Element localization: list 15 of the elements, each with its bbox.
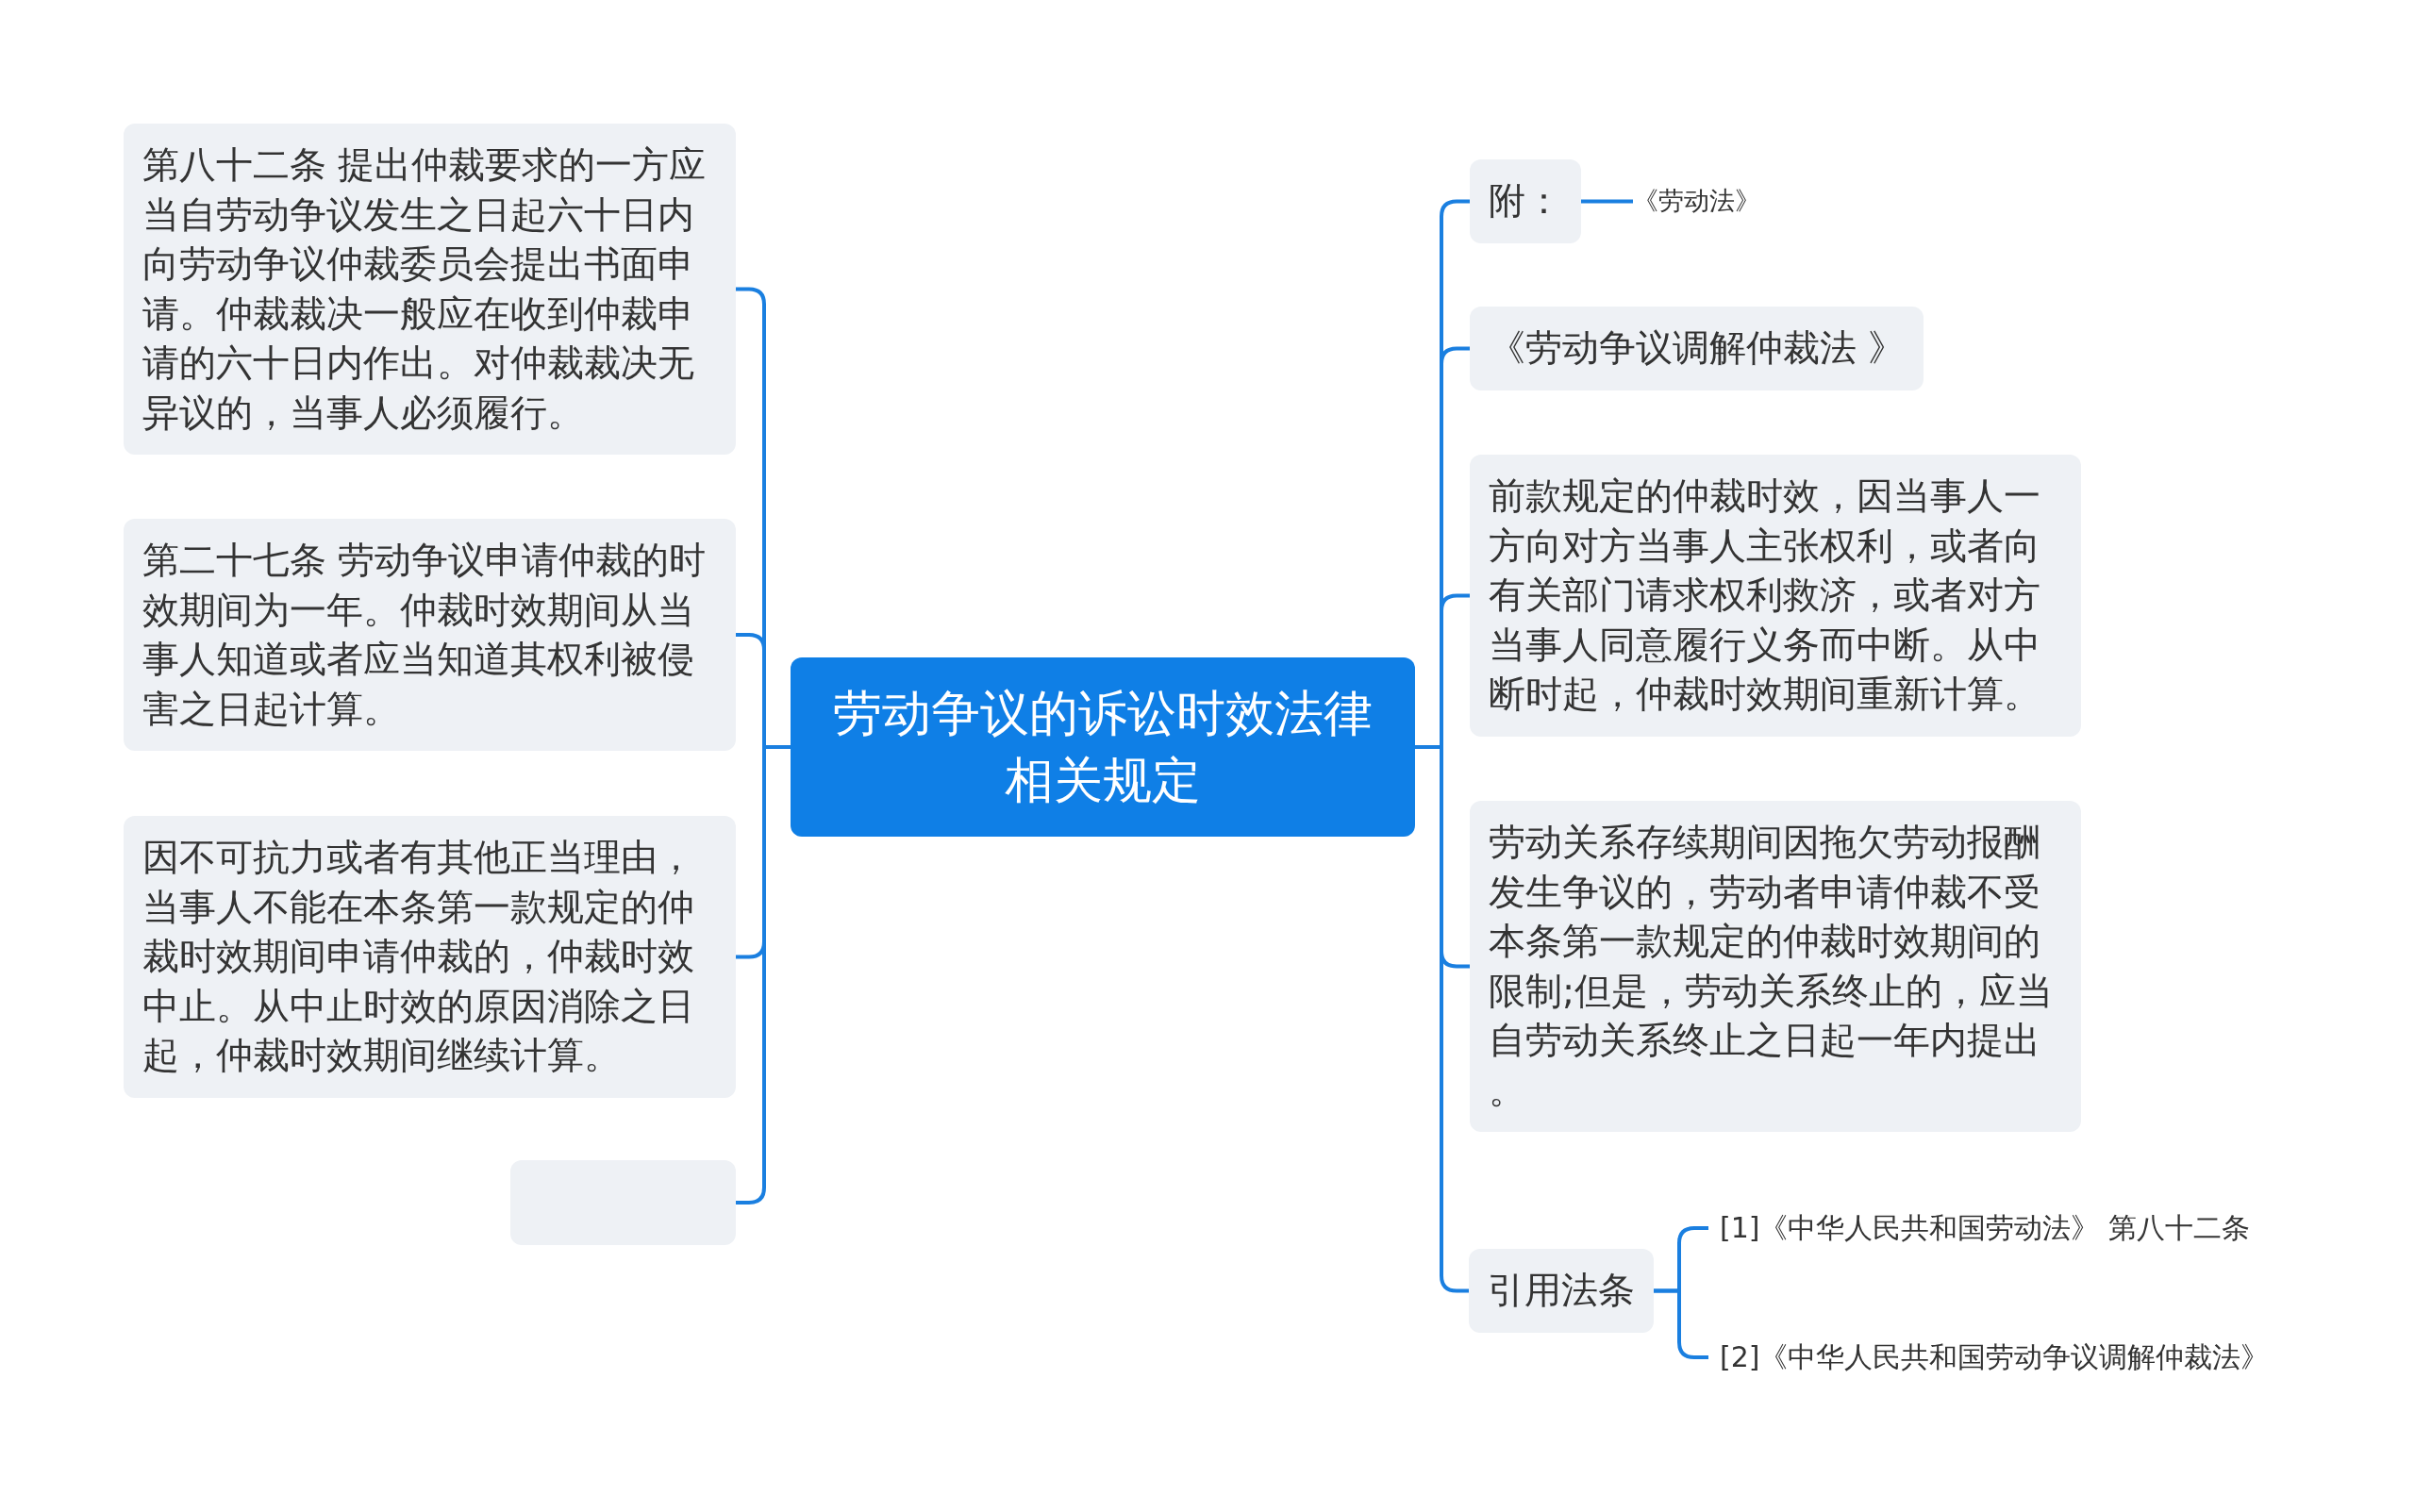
citation-text: [1]《中华人民共和国劳动法》 第八十二条 [1708, 1209, 2251, 1247]
text-box: 前款规定的仲裁时效，因当事人一方向对方当事人主张权利，或者向有关部门请求权利救济，或者对方当事人同意履行义务而中断。从中断时起，仲裁时效期间重新计算。 [1470, 455, 2081, 737]
law-title-text: 《劳动法》 [1633, 184, 1760, 218]
text-box: 附： [1470, 159, 1581, 243]
text-box: 《劳动争议调解仲裁法 》 [1470, 307, 1924, 390]
topic-box: 劳动争议的诉讼时效法律相关规定 [791, 657, 1415, 837]
text-box: 第八十二条 提出仲裁要求的一方应当自劳动争议发生之日起六十日内向劳动争议仲裁委员会提出书面申请。仲裁裁决一般应在收到仲裁申请的六十日内作出。对仲裁裁决无异议的，当事人必须履行。 [124, 124, 736, 455]
text-box: 引用法条 [1469, 1249, 1654, 1333]
blank-box [510, 1160, 736, 1245]
connector-line [736, 745, 791, 1205]
connector-line [1581, 199, 1633, 204]
citation-text: [2]《中华人民共和国劳动争议调解仲裁法》 [1708, 1338, 2270, 1376]
text-box: 第二十七条 劳动争议申请仲裁的时效期间为一年。仲裁时效期间从当事人知道或者应当知道其权利被侵害之日起计算。 [124, 519, 736, 751]
text-box: 劳动关系存续期间因拖欠劳动报酬发生争议的，劳动者申请仲裁不受本条第一款规定的仲裁时效期间的限制;但是，劳动关系终止的，应当自劳动关系终止之日起一年内提出。 [1470, 801, 2081, 1132]
text-box: 因不可抗力或者有其他正当理由，当事人不能在本条第一款规定的仲裁时效期间申请仲裁的，仲裁时效中止。从中止时效的原因消除之日起，仲裁时效期间继续计算。 [124, 816, 736, 1098]
